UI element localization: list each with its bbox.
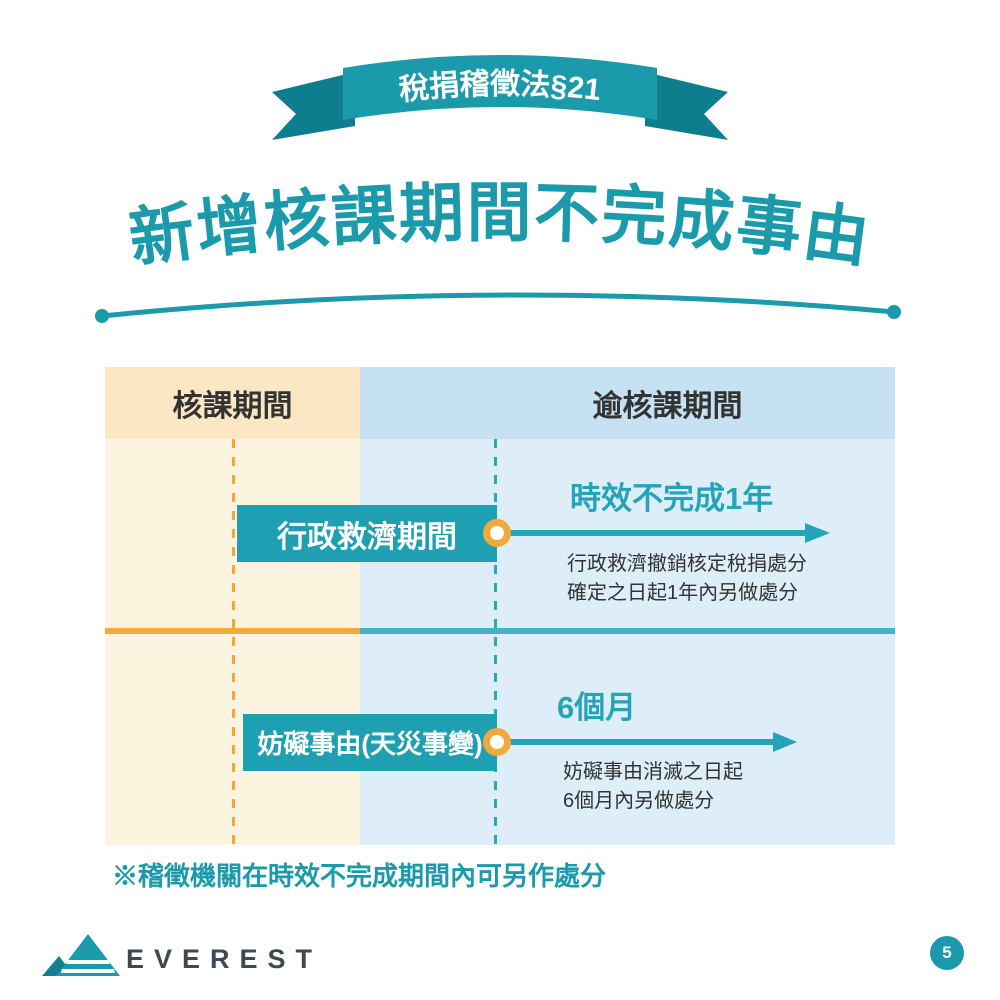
ribbon-tail-right [645, 72, 728, 140]
arrow-right-icon-1 [505, 523, 830, 543]
event-box-obstruction-label: 妨礙事由(天災事變) [257, 729, 483, 759]
description-obstruction: 妨礙事由消滅之日起 6個月內另做處分 [563, 758, 743, 816]
description-line-2: 6個月內另做處分 [563, 790, 715, 812]
brand-name: EVEREST [126, 944, 323, 974]
ribbon-band [343, 55, 657, 120]
header-beyond-assessment-period: 逾核課期間 [360, 367, 895, 439]
arrow-label-6m: 6個月 [557, 690, 637, 725]
timeline-node-dot-2 [483, 728, 511, 756]
footnote-text: ※稽徵機關在時效不完成期間內可另作處分 [112, 861, 607, 891]
row-divider-teal [360, 628, 895, 634]
arrow-right-icon-2 [505, 732, 797, 752]
header-beyond-assessment-period-label: 逾核課期間 [592, 390, 743, 423]
description-line-1: 行政救濟撤銷核定稅捐處分 [567, 553, 807, 575]
deadline-dashed-line [494, 439, 497, 845]
page-title-text: 新增核課期間不完成事由 [125, 176, 875, 275]
header-assessment-period: 核課期間 [105, 367, 360, 439]
page-title: 新增核課期間不完成事由 [125, 176, 875, 275]
event-box-obstruction: 妨礙事由(天災事變) [243, 714, 497, 771]
underline-right-dot [887, 305, 901, 319]
event-box-administrative-remedy: 行政救濟期間 [237, 505, 497, 562]
description-administrative-remedy: 行政救濟撤銷核定稅捐處分 確定之日起1年內另做處分 [567, 550, 807, 608]
row-divider-orange [105, 628, 360, 634]
arrow-label-1y: 時效不完成1年 [570, 481, 774, 516]
header-assessment-period-label: 核課期間 [172, 390, 293, 423]
timeline-node-dot-1 [483, 519, 511, 547]
description-line-1: 妨礙事由消滅之日起 [563, 761, 743, 783]
page-number-badge: 5 [930, 936, 964, 970]
title-underline-arc [95, 292, 901, 323]
ribbon-banner-icon: 稅捐稽徵法§21 [272, 55, 728, 140]
timeline-table: 核課期間 逾核課期間 行政救濟期間 時效不完成1年 行政救濟撤銷核定稅捐處分 確… [105, 367, 895, 845]
ribbon-tail-left [272, 72, 355, 140]
assessment-dashed-line [232, 439, 235, 845]
underline-left-dot [95, 309, 109, 323]
mountain-logo-icon [42, 934, 120, 976]
event-box-administrative-remedy-label: 行政救濟期間 [277, 520, 457, 554]
description-line-2: 確定之日起1年內另做處分 [567, 582, 799, 604]
